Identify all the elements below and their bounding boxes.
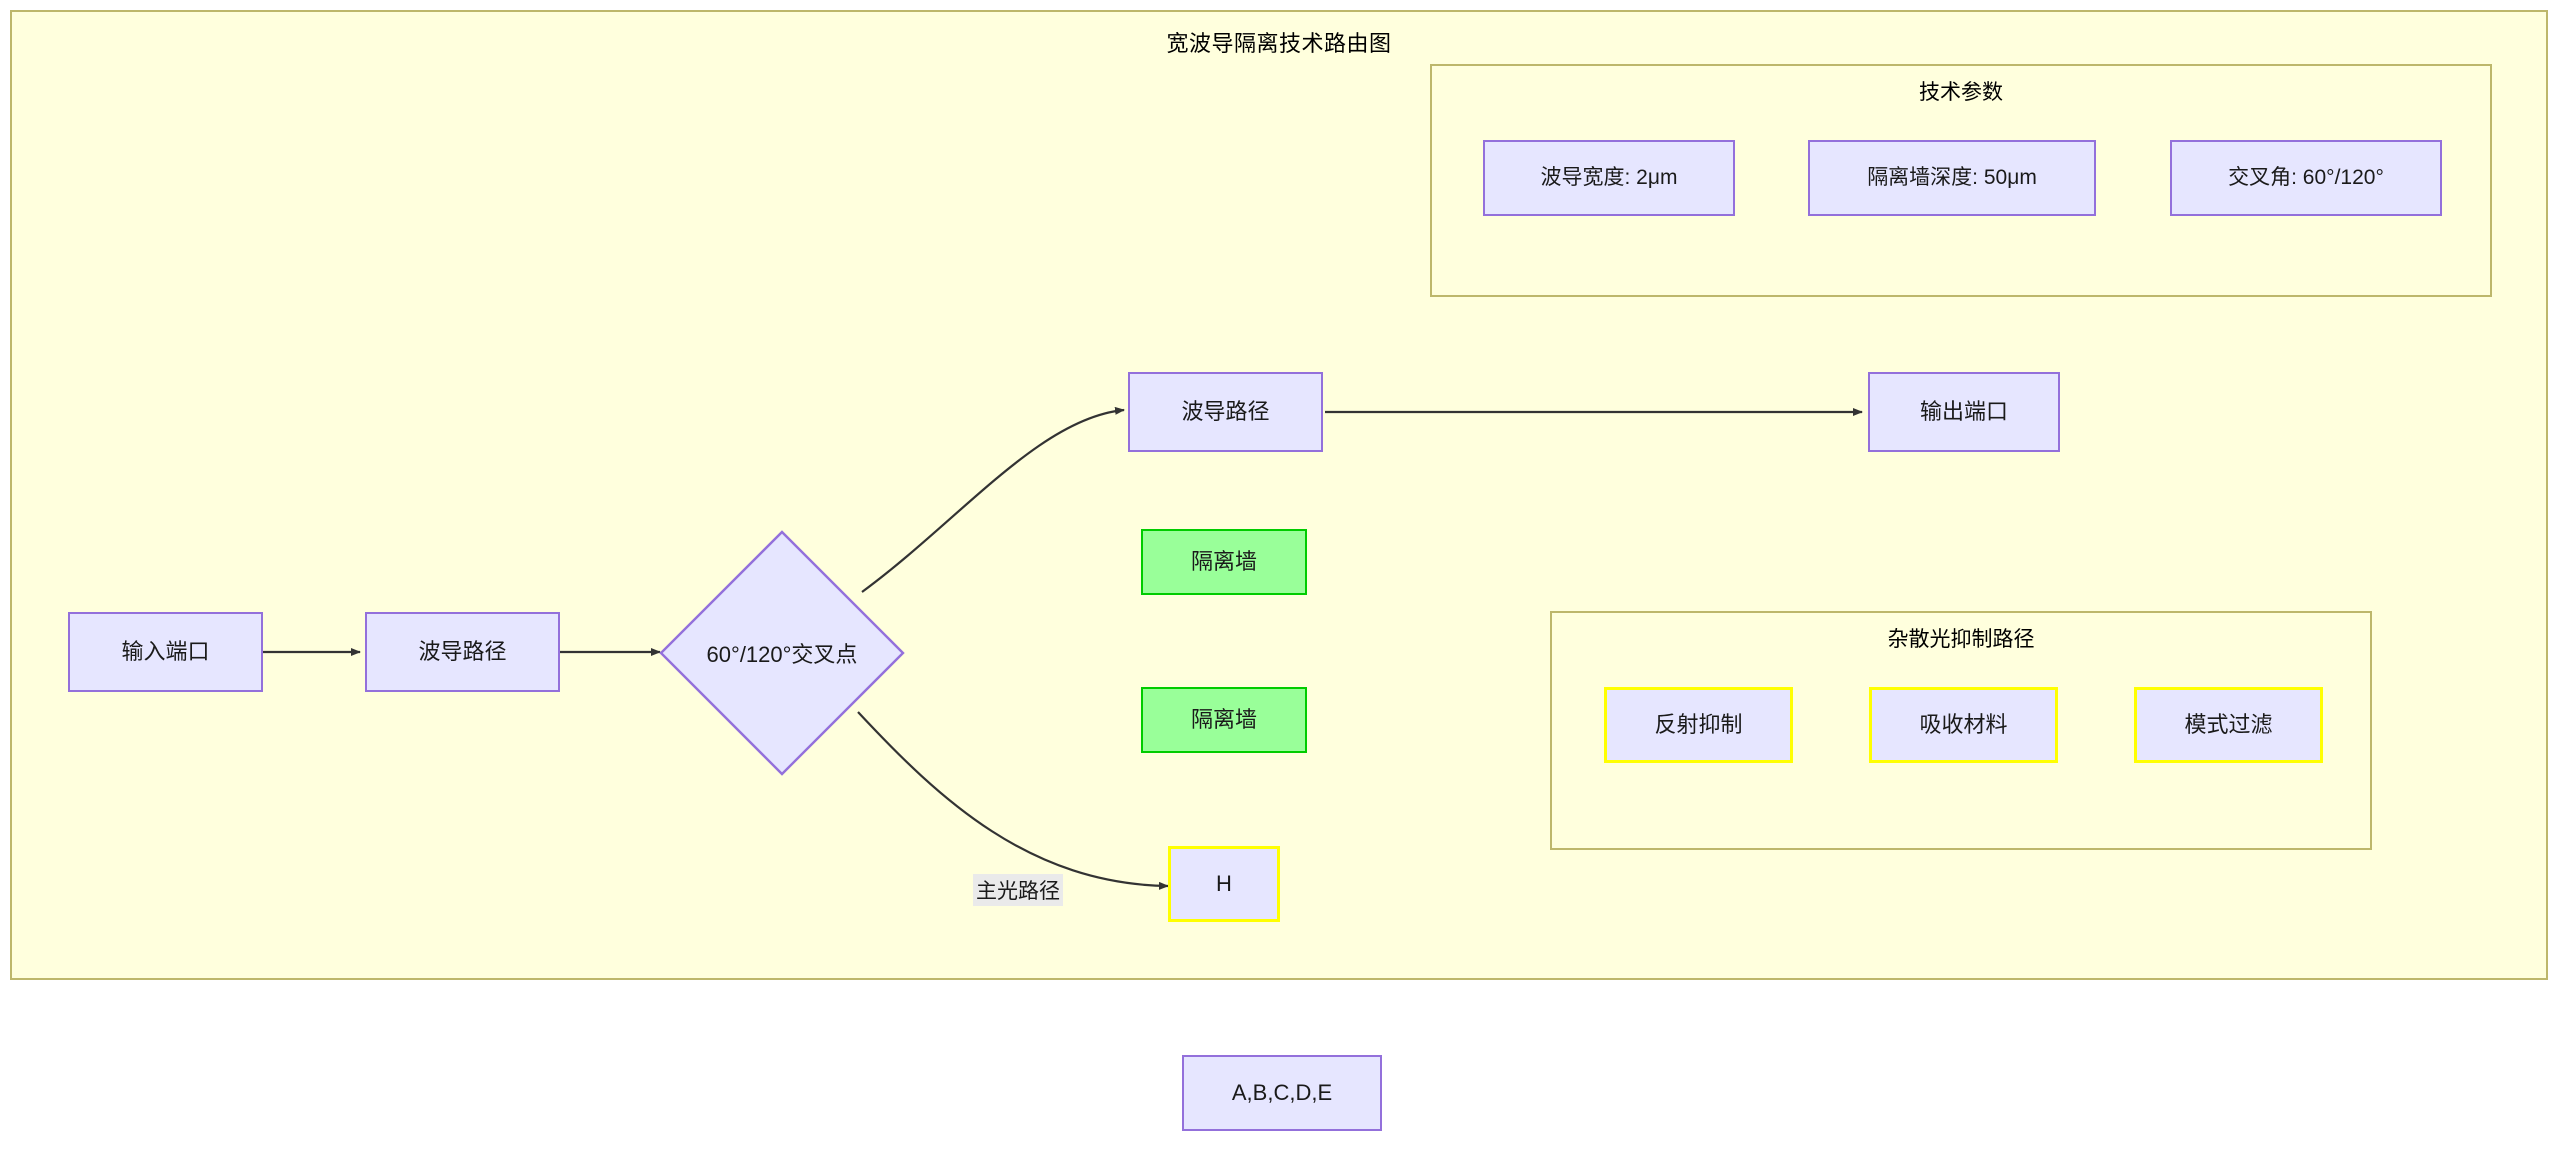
node-waveguide-path-main-label: 波导路径 — [418, 638, 507, 664]
tech-params-group: 技术参数 — [1430, 64, 2492, 297]
diagram-title: 宽波导隔离技术路由图 — [1166, 31, 1392, 56]
node-h[interactable]: H — [1168, 846, 1280, 922]
node-isolation-wall-1-label: 隔离墙 — [1190, 548, 1257, 574]
stray-light-group: 杂散光抑制路径 — [1550, 611, 2372, 850]
stray-light-group-title: 杂散光抑制路径 — [1887, 628, 2035, 651]
node-waveguide-path-main[interactable]: 波导路径 — [365, 612, 560, 692]
node-output-port-label: 输出端口 — [1919, 398, 2008, 424]
node-isolation-wall-1[interactable]: 隔离墙 — [1141, 529, 1307, 595]
node-h-label: H — [1216, 870, 1232, 896]
node-isolation-wall-2[interactable]: 隔离墙 — [1141, 687, 1307, 753]
node-waveguide-path-upper[interactable]: 波导路径 — [1128, 372, 1323, 452]
node-output-port[interactable]: 输出端口 — [1868, 372, 2060, 452]
diamond-shape-icon — [659, 530, 905, 776]
node-waveguide-path-upper-label: 波导路径 — [1181, 398, 1270, 424]
edge-label-main-optical-path: 主光路径 — [973, 874, 1063, 906]
node-isolation-wall-2-label: 隔离墙 — [1190, 706, 1257, 732]
tech-param-wall-depth[interactable]: 隔离墙深度: 50μm — [1808, 140, 2096, 216]
node-legend-abcde-label: A,B,C,D,E — [1231, 1079, 1333, 1105]
tech-param-wall-depth-label: 隔离墙深度: 50μm — [1867, 166, 2037, 190]
tech-param-cross-angle[interactable]: 交叉角: 60°/120° — [2170, 140, 2442, 216]
tech-param-waveguide-width-label: 波导宽度: 2μm — [1540, 166, 1678, 190]
stray-light-item-absorbing-material[interactable]: 吸收材料 — [1869, 687, 2058, 763]
stray-light-item-absorbing-material-label: 吸收材料 — [1919, 711, 2008, 737]
stray-light-item-mode-filter[interactable]: 模式过滤 — [2134, 687, 2323, 763]
stray-light-item-reflection-suppression[interactable]: 反射抑制 — [1604, 687, 1793, 763]
stray-light-item-reflection-suppression-label: 反射抑制 — [1654, 711, 1743, 737]
stray-light-item-mode-filter-label: 模式过滤 — [2184, 711, 2273, 737]
node-junction[interactable]: 60°/120°交叉点 — [657, 528, 907, 778]
diagram-canvas: 宽波导隔离技术路由图 — [10, 10, 2548, 980]
node-input-port-label: 输入端口 — [121, 638, 210, 664]
node-junction-label: 60°/120°交叉点 — [706, 642, 858, 667]
node-legend-abcde[interactable]: A,B,C,D,E — [1182, 1055, 1382, 1131]
tech-params-group-title: 技术参数 — [1919, 81, 2003, 104]
node-input-port[interactable]: 输入端口 — [68, 612, 263, 692]
tech-param-waveguide-width[interactable]: 波导宽度: 2μm — [1483, 140, 1735, 216]
tech-param-cross-angle-label: 交叉角: 60°/120° — [2228, 166, 2384, 190]
